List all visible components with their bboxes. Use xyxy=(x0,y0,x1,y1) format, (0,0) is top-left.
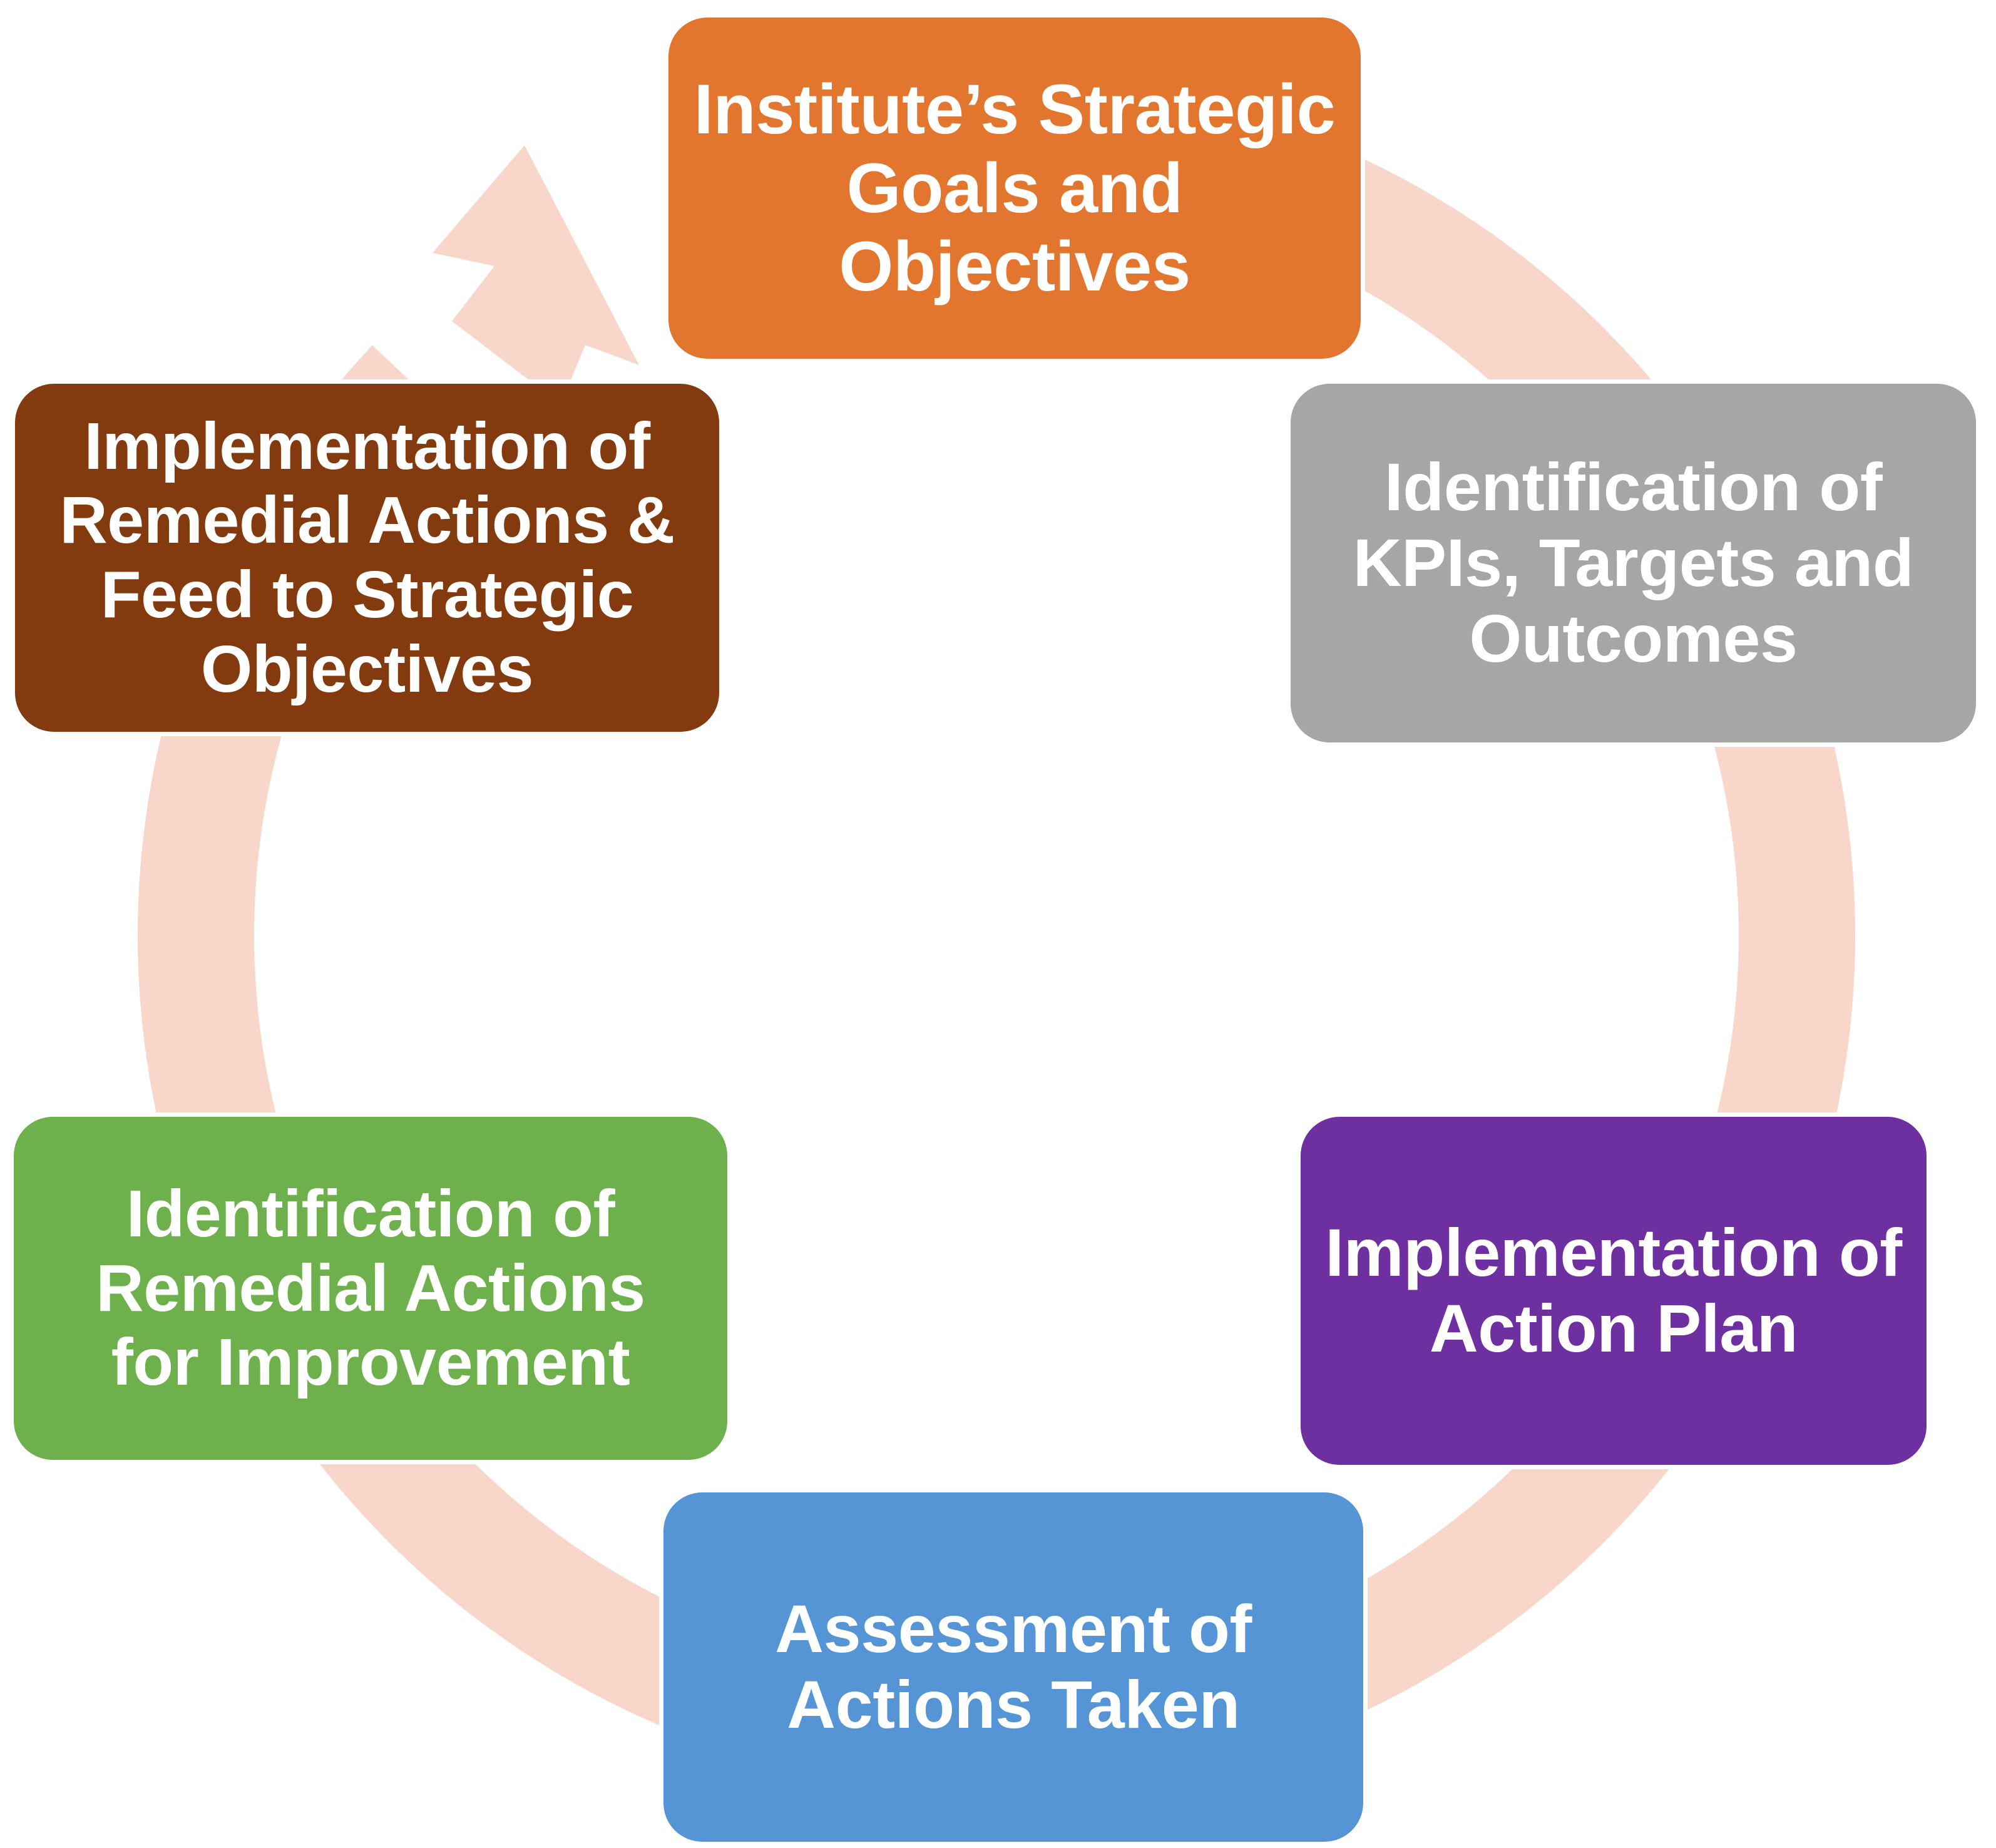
node-assessment[interactable]: Assessment of Actions Taken xyxy=(663,1492,1363,1842)
node-action-plan-label: Implementation of Action Plan xyxy=(1325,1214,1902,1366)
node-remedial-identification[interactable]: Identification of Remedial Actions for I… xyxy=(14,1117,727,1460)
node-strategic-goals[interactable]: Institute’s Strategic Goals and Objectiv… xyxy=(668,18,1361,359)
node-remedial-identification-label: Identification of Remedial Actions for I… xyxy=(96,1176,645,1400)
node-assessment-label: Assessment of Actions Taken xyxy=(775,1591,1252,1742)
node-kpi-identification[interactable]: Identification of KPIs, Targets and Outc… xyxy=(1291,384,1976,742)
node-action-plan[interactable]: Implementation of Action Plan xyxy=(1301,1117,1927,1465)
node-remedial-implementation[interactable]: Implementation of Remedial Actions & Fee… xyxy=(15,384,719,732)
cycle-arrowhead xyxy=(432,145,639,404)
node-strategic-goals-label: Institute’s Strategic Goals and Objectiv… xyxy=(693,70,1336,306)
node-kpi-identification-label: Identification of KPIs, Targets and Outc… xyxy=(1353,449,1914,676)
node-remedial-implementation-label: Implementation of Remedial Actions & Fee… xyxy=(59,409,675,706)
